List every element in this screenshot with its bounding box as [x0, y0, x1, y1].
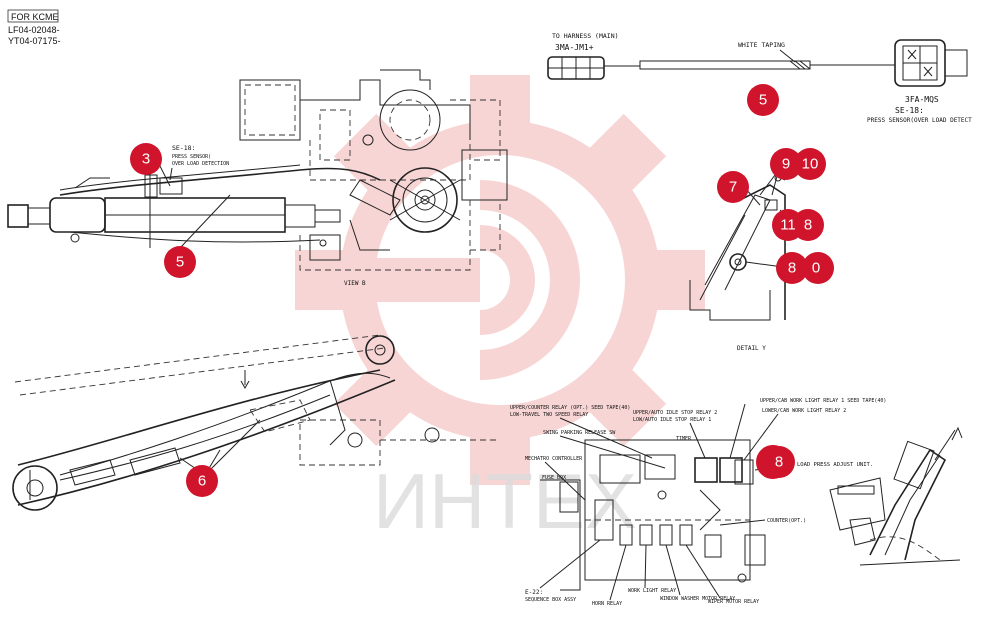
controller-label-10: COUNTER(OPT.) [767, 518, 806, 524]
view-b-label: VIEW B [344, 280, 366, 287]
harness-connector-main: 3MA-JM1+ [555, 43, 594, 52]
harness-connector-sensor: 3FA-MQS [905, 95, 939, 104]
controller-label-4: UPPER/CAB WORK LIGHT RELAY 1 SEED TAPE(4… [760, 398, 886, 404]
controller-label-3: LOW/AUTO IDLE STOP RELAY 1 [633, 417, 711, 423]
callout-0-number: 0 [812, 260, 820, 277]
callout-8-detail-a-number: 8 [804, 217, 812, 234]
controller-label-5: LOWER/CAB WORK LIGHT RELAY 2 [762, 408, 846, 414]
callout-6[interactable]: 6 [186, 465, 218, 497]
header-serial-2: YT04-07175- [8, 36, 61, 46]
callout-11[interactable]: 11 [772, 209, 804, 241]
harness-drawing: TO HARNESS (MAIN) 3MA-JM1+ WHITE TAPING … [547, 32, 972, 124]
view-b-sensor-code: SE-18: [172, 144, 195, 152]
callout-10-number: 10 [802, 156, 819, 173]
detail-y-drawing: DETAIL Y [689, 174, 786, 352]
callout-8-detail-b[interactable]: 8 [776, 252, 808, 284]
callout-3-number: 3 [142, 151, 150, 168]
controller-label-6: SWING PARKING RELEASE SW [543, 430, 616, 436]
controller-label-13: HORN RELAY [592, 601, 622, 607]
controller-label-0: UPPER/COUNTER RELAY (OPT.) SEED TAPE(40) [510, 405, 630, 411]
callout-0[interactable]: 0 [796, 252, 834, 284]
callout-7[interactable]: 7 [717, 171, 749, 203]
controller-label-11: E-22: [525, 589, 543, 596]
operator-drawing [829, 426, 963, 566]
callout-9-number: 9 [782, 156, 790, 173]
callout-6-number: 6 [198, 473, 206, 490]
header-badge: FOR KCME [11, 12, 59, 22]
callout-5-view-b-number: 5 [176, 254, 184, 271]
controller-label-8: MECHATRO CONTROLLER [525, 456, 583, 462]
controller-label-2: UPPER/AUTO IDLE STOP RELAY 2 [633, 410, 717, 416]
view-b-drawing: SE-18: PRESS SENSOR( OVER LOAD DETECTION… [7, 69, 508, 287]
controller-label-7: TIMER [676, 436, 692, 442]
controller-drawing: UPPER/COUNTER RELAY (OPT.) SEED TAPE(40)… [510, 398, 886, 607]
callout-8-controller[interactable]: 8 [756, 445, 795, 479]
harness-sensor-desc: PRESS SENSOR(OVER LOAD DETECT [867, 117, 972, 124]
view-b-sensor-line2: OVER LOAD DETECTION [172, 161, 229, 167]
harness-to-label: TO HARNESS (MAIN) [552, 32, 619, 40]
controller-label-14: WORK LIGHT RELAY [628, 588, 676, 594]
callout-3[interactable]: 3 [130, 143, 162, 175]
callout-11-number: 11 [780, 217, 796, 234]
callout-10[interactable]: 10 [794, 148, 826, 180]
callout-7-number: 7 [729, 179, 737, 196]
callout-5-view-b[interactable]: 5 [164, 246, 196, 278]
header-serial-1: LF04-02048- [8, 25, 60, 35]
callout-8-controller-number: 8 [775, 454, 783, 471]
controller-label-15: WINDOW WASHER MOTOR RELAY [660, 596, 735, 602]
harness-white-taping: WHITE TAPING [738, 41, 785, 49]
view-b-sensor-line1: PRESS SENSOR( [172, 154, 211, 160]
controller-label-1: LOW-TRAVEL TWO SPEED RELAY [510, 412, 588, 418]
watermark-text: ИНТЕХ [373, 457, 637, 545]
controller-label-16: WIPER MOTOR RELAY [708, 599, 759, 605]
harness-sensor-code: SE-18: [895, 106, 924, 115]
callout-5-harness-number: 5 [759, 92, 767, 109]
header-badge-box [7, 9, 59, 23]
controller-label-12: SEQUENCE BOX ASSY [525, 597, 576, 603]
callout-5-harness[interactable]: 5 [747, 84, 779, 116]
detail-y-label: DETAIL Y [737, 345, 766, 352]
callout-8-detail-b-number: 8 [788, 260, 796, 277]
controller-label-9: FUSE BOX [542, 475, 566, 481]
controller-label-17: LOAD PRESS ADJUST UNIT. [797, 462, 873, 468]
arm-drawing [12, 334, 500, 511]
callout-9[interactable]: 9 [770, 148, 802, 180]
